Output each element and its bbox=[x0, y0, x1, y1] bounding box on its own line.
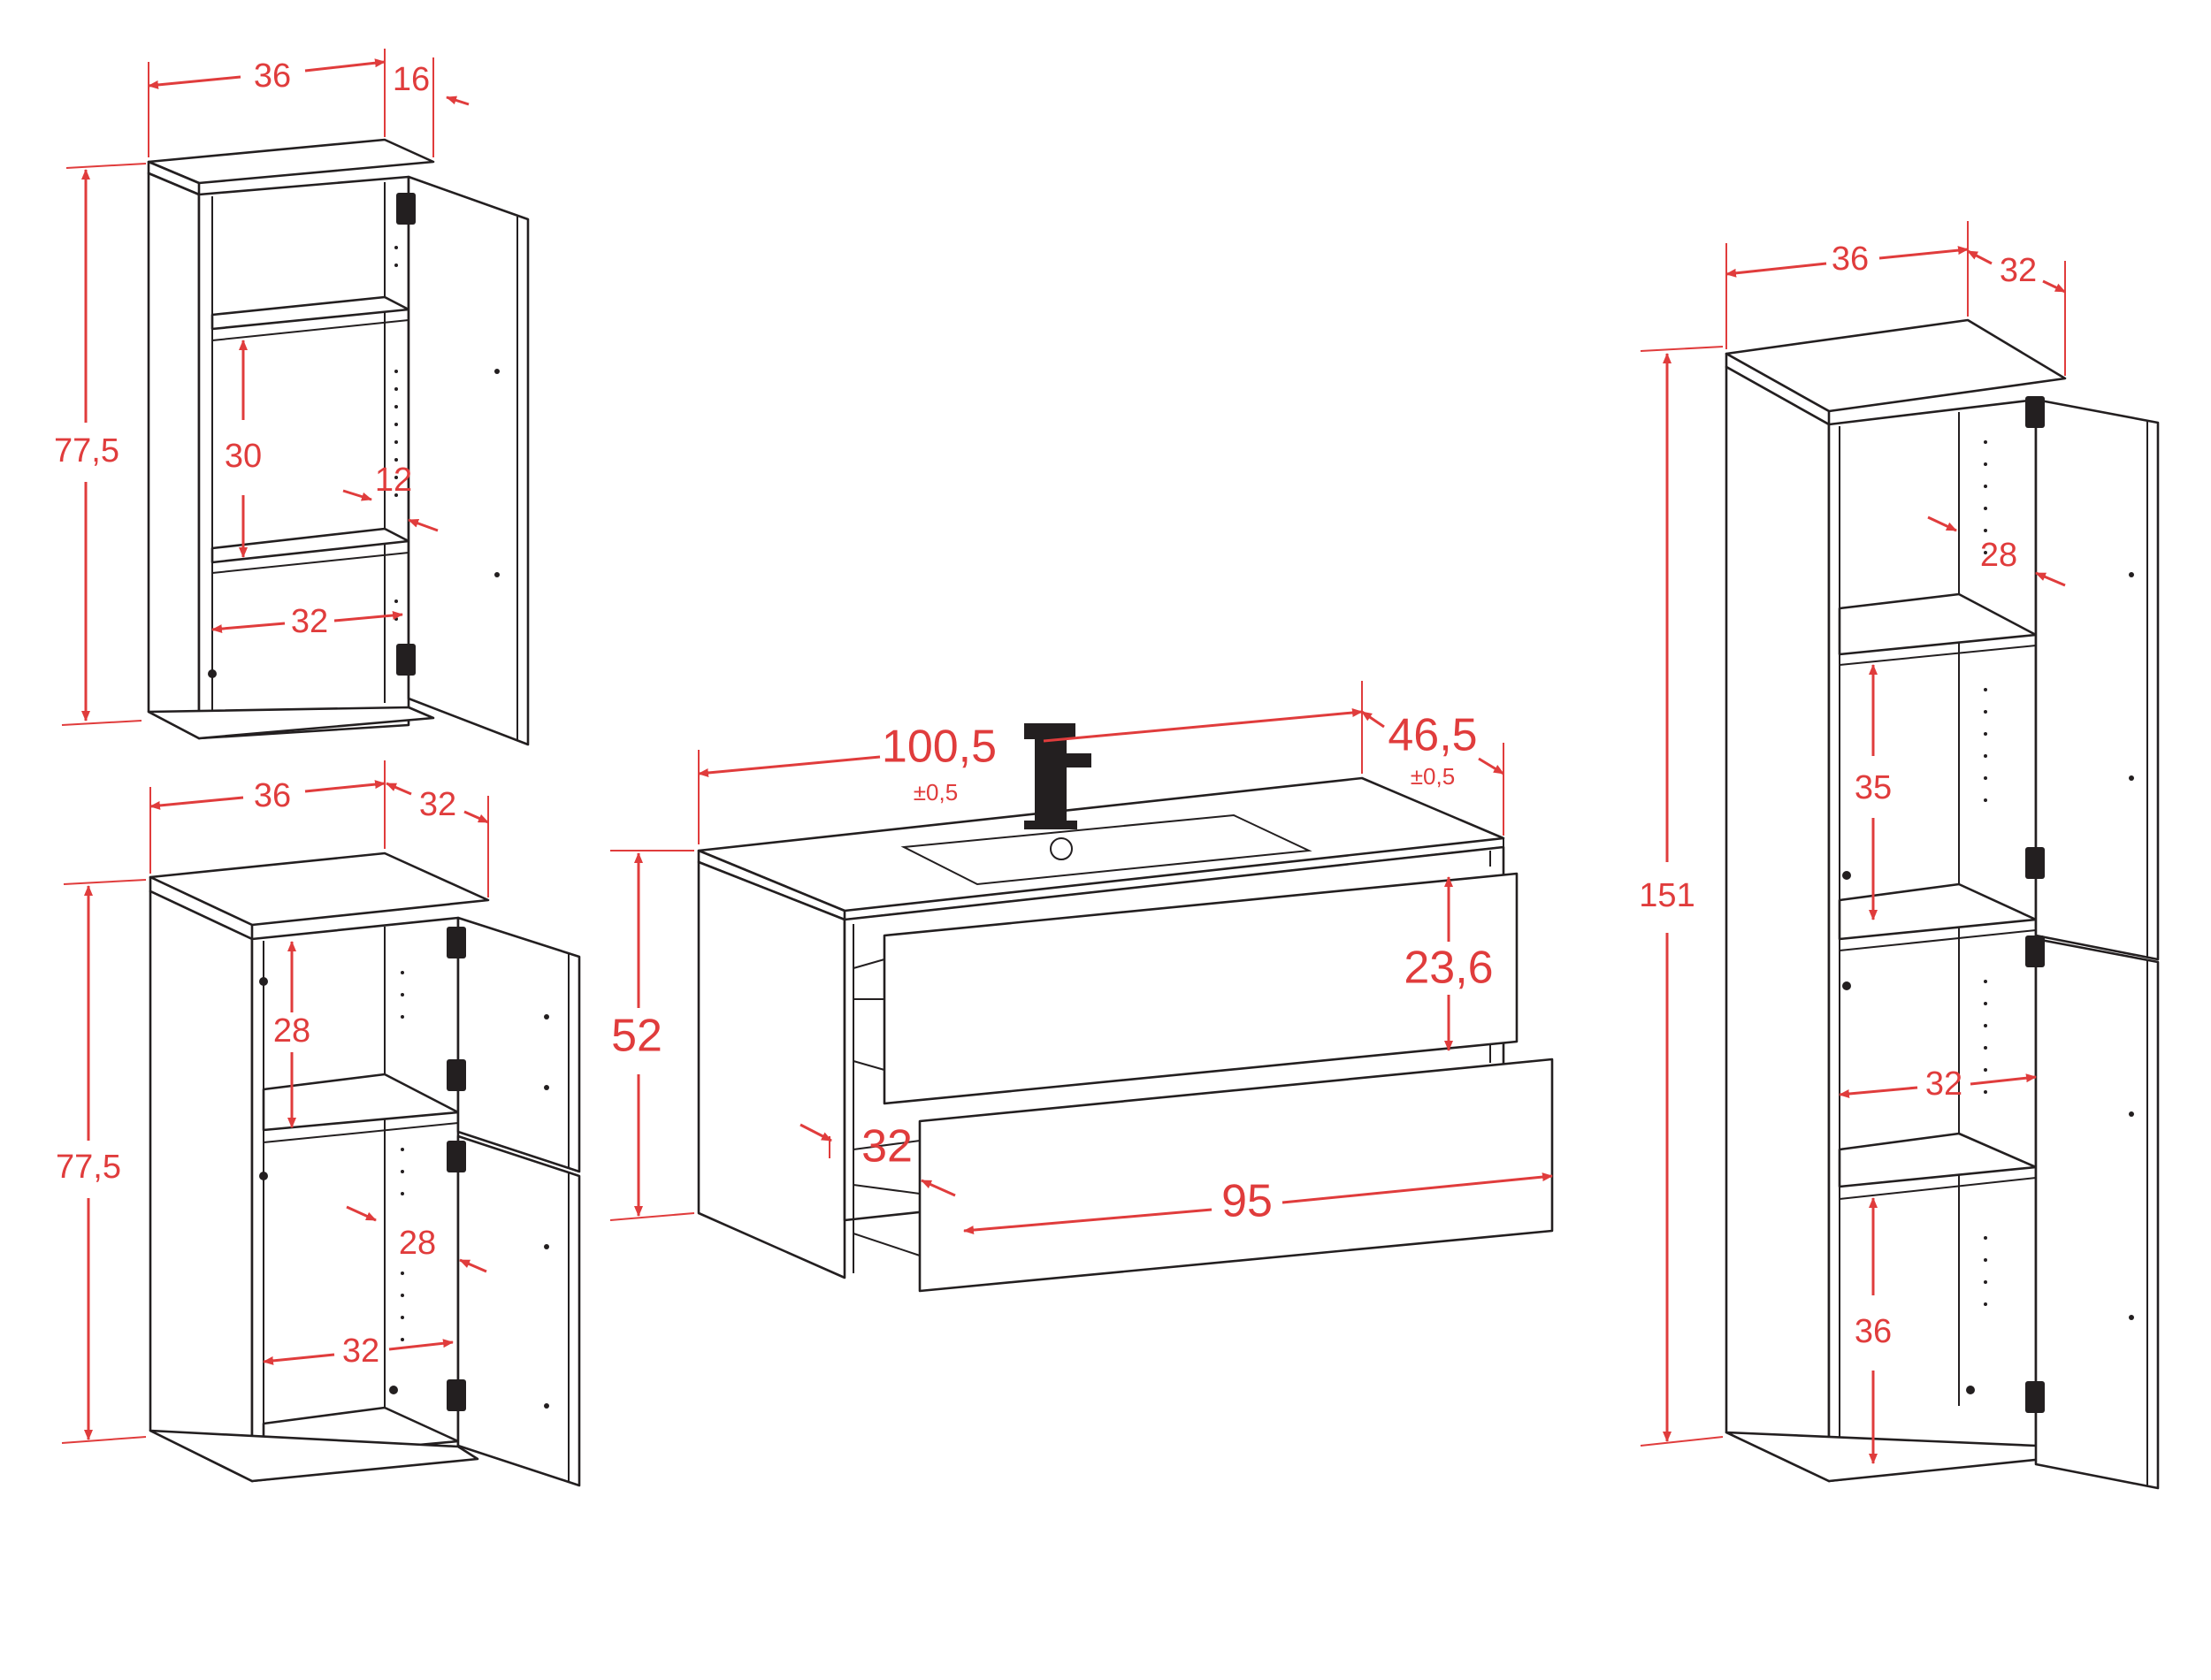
dimension-arrow bbox=[408, 518, 439, 532]
dimension-arrow bbox=[963, 1208, 1213, 1235]
wall-cabinet-top bbox=[147, 138, 435, 185]
dimension-arrow bbox=[1967, 249, 1993, 265]
low-cabinet-upper-door bbox=[456, 916, 581, 1173]
wall-cabinet-depth-label: 16 bbox=[393, 61, 430, 98]
hinge-icon bbox=[447, 1059, 466, 1091]
dimension-arrow bbox=[1361, 710, 1385, 729]
dimension-arrow bbox=[333, 611, 403, 622]
drain-icon bbox=[1050, 837, 1073, 860]
dimension-arrow bbox=[304, 58, 386, 73]
tall-cabinet-top-depth-label: 28 bbox=[1980, 537, 2017, 574]
dimension-arrow bbox=[304, 780, 386, 793]
dimension-arrow bbox=[2035, 571, 2066, 587]
faucet-icon bbox=[1024, 723, 1091, 829]
dimension-lines bbox=[61, 49, 2066, 1464]
dimension-labels: 36 16 77,5 30 12 32 36 32 77,5 28 28 32 … bbox=[54, 57, 2037, 1370]
dimension-arrow bbox=[2042, 279, 2066, 294]
hinge-icon bbox=[2025, 1381, 2045, 1413]
low-cabinet-depth-label: 32 bbox=[419, 786, 456, 823]
tall-cabinet-width-label: 36 bbox=[1832, 241, 1869, 278]
low-cabinet-inner-width-label: 32 bbox=[342, 1333, 379, 1370]
wall-cabinet-inner-width-label: 32 bbox=[291, 603, 328, 640]
tall-cabinet-bottom-height-label: 36 bbox=[1855, 1313, 1892, 1350]
wall-cabinet-compartment-depth-label: 12 bbox=[375, 462, 412, 499]
tall-cabinet bbox=[1725, 318, 2160, 1490]
low-cabinet bbox=[149, 851, 581, 1487]
tall-cabinet-lower-door bbox=[2034, 937, 2160, 1490]
dimension-arrow bbox=[698, 755, 881, 777]
vanity-width-tolerance-label: ±0,5 bbox=[914, 779, 958, 806]
dimension-arrow bbox=[346, 1205, 377, 1222]
dimension-arrow bbox=[459, 1258, 487, 1273]
dimension-arrow bbox=[921, 1179, 956, 1197]
hinge-icon bbox=[396, 644, 416, 676]
dimension-arrow bbox=[1970, 1073, 2037, 1086]
dimension-arrow bbox=[1281, 1172, 1553, 1204]
vanity-depth-tolerance-label: ±0,5 bbox=[1411, 763, 1455, 790]
dimension-arrow bbox=[1927, 515, 1957, 532]
vanity-drawer-depth-label: 32 bbox=[861, 1121, 913, 1172]
vanity-height-label: 52 bbox=[611, 1011, 662, 1062]
dimension-arrow bbox=[446, 95, 470, 106]
tall-cabinet-inner-width-label: 32 bbox=[1925, 1065, 1962, 1103]
hinge-icon bbox=[447, 1141, 466, 1172]
low-cabinet-upper-compartment-label: 28 bbox=[273, 1012, 310, 1050]
dimension-arrow bbox=[263, 1353, 335, 1365]
low-cabinet-side bbox=[149, 890, 254, 1483]
wall-cabinet-door bbox=[407, 175, 530, 746]
hinge-icon bbox=[2025, 396, 2045, 428]
hinge-icon bbox=[2025, 935, 2045, 967]
hinge-icon bbox=[2025, 847, 2045, 879]
vanity-unit bbox=[697, 723, 1554, 1293]
hinge-icon bbox=[447, 927, 466, 958]
tall-cabinet-height-label: 151 bbox=[1639, 877, 1695, 914]
dimension-arrow bbox=[148, 75, 241, 89]
low-cabinet-width-label: 36 bbox=[254, 777, 291, 814]
wall-cabinet-compartment-height-label: 30 bbox=[225, 438, 262, 475]
vanity-bottom-drawer bbox=[918, 1058, 1554, 1293]
wall-cabinet-bottom bbox=[147, 706, 435, 740]
hinge-icon bbox=[396, 193, 416, 225]
dimension-arrow bbox=[388, 1339, 454, 1351]
vanity-width-label: 100,5 bbox=[882, 722, 997, 773]
dimension-arrow bbox=[386, 782, 412, 796]
vanity-carcass bbox=[697, 860, 846, 1279]
dimension-arrow bbox=[342, 489, 372, 501]
tall-cabinet-depth-label: 32 bbox=[2000, 252, 2037, 289]
wall-cabinet-side bbox=[147, 172, 201, 740]
dimension-arrow bbox=[1725, 262, 1827, 278]
hinge-icon bbox=[447, 1379, 466, 1411]
dimension-arrow bbox=[1043, 708, 1363, 743]
low-cabinet-lower-depth-label: 28 bbox=[399, 1225, 436, 1262]
tall-cabinet-side bbox=[1725, 365, 1831, 1483]
tall-cabinet-middle-height-label: 35 bbox=[1855, 769, 1892, 806]
dimension-arrow bbox=[211, 622, 286, 634]
tall-cabinet-upper-door bbox=[2034, 398, 2160, 961]
low-cabinet-height-label: 77,5 bbox=[56, 1149, 121, 1186]
vanity-drawer-height-label: 23,6 bbox=[1404, 943, 1493, 994]
vanity-drawer-width-label: 95 bbox=[1221, 1176, 1273, 1227]
dimension-arrow bbox=[799, 1123, 832, 1142]
dimension-arrow bbox=[1478, 757, 1504, 775]
wall-cabinet bbox=[147, 138, 530, 746]
wall-cabinet-height-label: 77,5 bbox=[54, 432, 119, 470]
dimension-arrow bbox=[149, 796, 244, 810]
low-cabinet-interior bbox=[250, 916, 460, 1483]
sink-basin bbox=[900, 813, 1312, 886]
dimension-arrow bbox=[1878, 246, 1969, 260]
vanity-top-drawer bbox=[883, 872, 1519, 1105]
low-cabinet-base bbox=[149, 1429, 479, 1483]
dimension-arrow bbox=[463, 810, 489, 824]
low-cabinet-lower-door bbox=[456, 1134, 581, 1487]
vanity-depth-label: 46,5 bbox=[1388, 710, 1477, 761]
dimension-arrow bbox=[1839, 1086, 1918, 1098]
wall-cabinet-width-label: 36 bbox=[254, 57, 291, 95]
